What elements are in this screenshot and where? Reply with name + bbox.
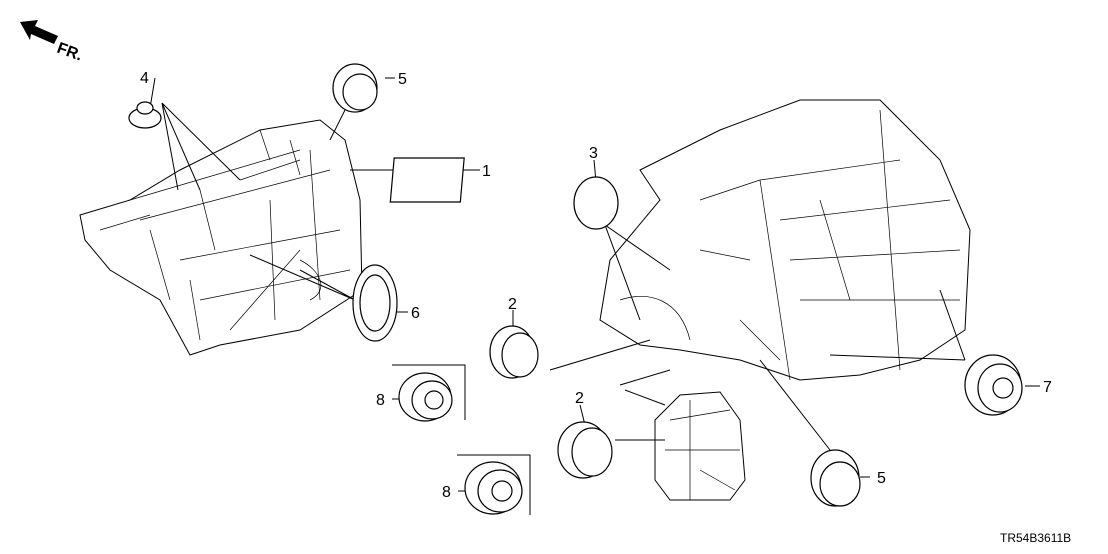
front-direction-label: FR. bbox=[55, 40, 85, 65]
front-direction-arrow-icon bbox=[20, 20, 58, 44]
callout-8-a: 8 bbox=[376, 392, 385, 409]
part-5-grommet-bottom bbox=[810, 449, 861, 507]
part-2-grommet-b bbox=[557, 421, 613, 479]
rear-body-assembly bbox=[599, 99, 971, 381]
part-8-grommet-b bbox=[464, 461, 523, 515]
callout-5-bottom: 5 bbox=[877, 470, 886, 487]
part-3-round-seal bbox=[573, 176, 619, 230]
part-1-seal bbox=[389, 157, 465, 203]
wheelhouse-inset bbox=[654, 391, 746, 501]
callout-2-a: 2 bbox=[508, 296, 517, 313]
callout-8-b: 8 bbox=[442, 484, 451, 501]
callout-2-b: 2 bbox=[575, 390, 584, 407]
part-6-oval-grommet bbox=[352, 264, 398, 342]
part-5-grommet-top bbox=[332, 63, 378, 113]
callout-5-top: 5 bbox=[398, 71, 407, 88]
part-7-grommet bbox=[964, 354, 1023, 416]
callout-7: 7 bbox=[1043, 379, 1052, 396]
callout-1: 1 bbox=[482, 163, 491, 180]
leader-lines bbox=[149, 77, 1040, 515]
callout-3: 3 bbox=[589, 145, 598, 162]
part-8-grommet-a bbox=[398, 372, 453, 422]
front-body-assembly bbox=[79, 119, 363, 356]
callout-4: 4 bbox=[140, 70, 149, 87]
diagram-code: TR54B3611B bbox=[1000, 531, 1071, 545]
part-4-clip bbox=[128, 101, 162, 129]
callout-6: 6 bbox=[411, 305, 420, 322]
part-2-grommet-a bbox=[489, 325, 539, 379]
